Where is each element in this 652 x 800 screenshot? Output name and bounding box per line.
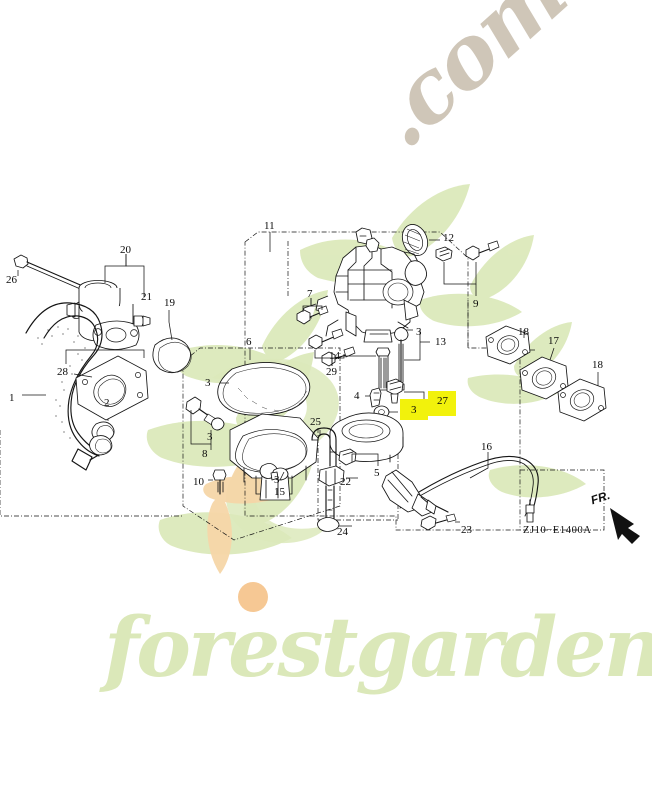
callout-10: 10 [193, 476, 204, 488]
part-25-fuel-pipe [311, 427, 337, 467]
callout-3: 3 [205, 377, 211, 389]
part-17-insulator [519, 347, 569, 400]
part-9-screws [435, 240, 500, 296]
part-16-cable [399, 452, 539, 523]
callout-3b: 3 [207, 431, 213, 443]
part-5-chamber-cap [329, 412, 404, 466]
fr-arrow [610, 508, 640, 544]
callout-13: 13 [435, 336, 446, 348]
part-2-clamp [89, 410, 115, 456]
part-6-float-bowl [229, 413, 319, 501]
part-22-clamp [318, 465, 358, 487]
callout-20: 20 [120, 244, 131, 256]
part-20-21-intake-joint [66, 254, 151, 350]
part-14-jet [343, 347, 391, 391]
callout-3d: 3 [416, 326, 422, 338]
callout-16: 16 [481, 441, 492, 453]
callout-29: 29 [326, 366, 337, 378]
part-10-drain-screw [208, 469, 227, 495]
part-1-hose [22, 302, 103, 471]
part-23-bolt [420, 513, 460, 531]
callout-6: 6 [246, 336, 252, 348]
callout-7: 7 [307, 288, 313, 300]
callout-12: 12 [443, 232, 454, 244]
part-12-oring [401, 224, 440, 256]
part-4-jet [365, 387, 382, 408]
callout-19: 19 [164, 297, 175, 309]
callout-3e: 3 [411, 404, 417, 416]
part-8-screw [185, 396, 225, 450]
part-29-screws [308, 328, 356, 367]
part-18-gasket-right [557, 372, 607, 422]
callout-11: 11 [264, 220, 275, 232]
part-number-label: ZJ10−E1400A [523, 525, 592, 536]
callout-2: 2 [104, 397, 110, 409]
part-7-screws [296, 298, 329, 325]
callout-3c: 3 [274, 474, 280, 486]
callout-26: 26 [6, 274, 17, 286]
callout-9: 9 [473, 298, 479, 310]
callout-21: 21 [141, 291, 152, 303]
callout-4: 4 [354, 390, 360, 402]
callout-25: 25 [310, 416, 321, 428]
callout-17: 17 [548, 335, 559, 347]
part-3-bowl-gasket [217, 362, 311, 416]
callout-27: 27 [437, 395, 448, 407]
callout-23: 23 [461, 524, 472, 536]
callout-18b: 18 [592, 359, 603, 371]
callout-5: 5 [374, 467, 380, 479]
solenoid-body [381, 469, 449, 517]
carburetor-body [301, 224, 440, 343]
part-18-gasket-left [485, 325, 531, 365]
callout-18: 18 [518, 326, 529, 338]
callout-1: 1 [9, 392, 15, 404]
callout-8: 8 [202, 448, 208, 460]
part-27-valve [386, 378, 436, 404]
callout-28: 28 [57, 366, 68, 378]
part-13-needle [394, 327, 430, 391]
callout-15: 15 [274, 486, 285, 498]
callout-24: 24 [337, 526, 348, 538]
callout-22: 22 [340, 476, 351, 488]
part-24-pipe [317, 485, 352, 532]
part-19-gasket [152, 310, 192, 374]
part-28-insulator [65, 349, 149, 421]
callout-14: 14 [329, 350, 340, 362]
